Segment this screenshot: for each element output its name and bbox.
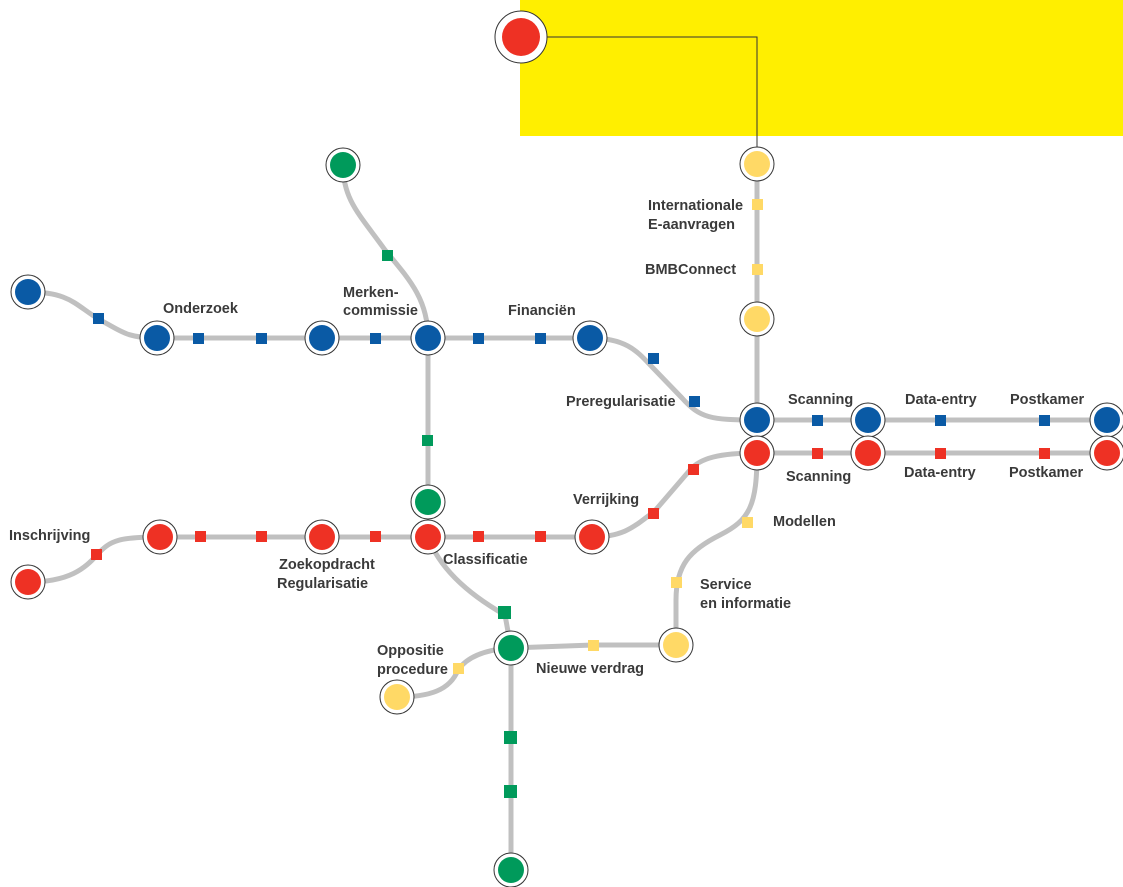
stop-square (812, 415, 823, 426)
stop-square (752, 264, 763, 275)
station-data-entry-red[interactable] (855, 440, 881, 466)
stop-square (370, 333, 381, 344)
stop-square (535, 531, 546, 542)
label-inschrijving: Inschrijving (9, 528, 90, 544)
highlight-panel (520, 0, 1123, 136)
station-zoekopdracht[interactable] (309, 524, 335, 550)
station-green-bottom[interactable] (498, 857, 524, 883)
label-merken-1: Merken- (343, 285, 399, 301)
station-postkamer-blue[interactable] (1094, 407, 1120, 433)
stop-square (504, 731, 517, 744)
label-postkamer-blue: Postkamer (1010, 392, 1085, 408)
station-inschrijving[interactable] (15, 569, 41, 595)
stop-square (422, 435, 433, 446)
label-bmbconnect: BMBConnect (645, 262, 736, 278)
stop-square (648, 508, 659, 519)
stop-square (648, 353, 659, 364)
stop-square (382, 250, 393, 261)
stop-square (1039, 415, 1050, 426)
station-service[interactable] (663, 632, 689, 658)
label-financien: Financiën (508, 303, 576, 319)
label-verrijking: Verrijking (573, 492, 639, 508)
stop-square (256, 531, 267, 542)
station-blue-mid[interactable] (309, 325, 335, 351)
label-oppositie-2: procedure (377, 662, 448, 678)
label-zoekopdracht-1: Zoekopdracht (279, 557, 375, 573)
station-scanning-blue[interactable] (744, 407, 770, 433)
stop-square (193, 333, 204, 344)
station-oppositie[interactable] (384, 684, 410, 710)
stop-square (370, 531, 381, 542)
stop-square (742, 517, 753, 528)
stop-square (671, 577, 682, 588)
stop-square (1039, 448, 1050, 459)
stop-square (752, 199, 763, 210)
connector-line (528, 36, 758, 160)
stations (10, 10, 1123, 887)
label-scanning-blue: Scanning (788, 392, 853, 408)
stop-square (935, 415, 946, 426)
station-green-top[interactable] (330, 152, 356, 178)
station-scanning-red[interactable] (744, 440, 770, 466)
label-merken-2: commissie (343, 303, 418, 319)
label-service-1: Service (700, 577, 752, 593)
station-top-red[interactable] (502, 18, 540, 56)
label-postkamer-red: Postkamer (1009, 465, 1084, 481)
stop-square (498, 606, 511, 619)
station-verrijking[interactable] (579, 524, 605, 550)
label-oppositie-1: Oppositie (377, 643, 444, 659)
label-onderzoek: Onderzoek (163, 301, 239, 317)
label-classificatie: Classificatie (443, 552, 528, 568)
stop-square (256, 333, 267, 344)
station-green-mid[interactable] (415, 489, 441, 515)
station-financien[interactable] (577, 325, 603, 351)
stop-square (588, 640, 599, 651)
label-zoekopdracht-2: Regularisatie (277, 576, 368, 592)
track-blue-financien (425, 335, 760, 423)
label-modellen: Modellen (773, 514, 836, 530)
label-data-entry-blue: Data-entry (905, 392, 977, 408)
station-onderzoek[interactable] (144, 325, 170, 351)
stop-square (195, 531, 206, 542)
tracks (25, 161, 1110, 873)
stop-square (93, 313, 104, 324)
stop-square (812, 448, 823, 459)
stop-square (535, 333, 546, 344)
stop-square (453, 663, 464, 674)
station-yellow-top[interactable] (744, 151, 770, 177)
stops (91, 199, 1050, 798)
station-merkencommissie[interactable] (415, 325, 441, 351)
track-green-bottom (425, 534, 514, 873)
station-data-entry-blue[interactable] (855, 407, 881, 433)
label-preregularisatie: Preregularisatie (566, 394, 676, 410)
label-scanning-red: Scanning (786, 469, 851, 485)
station-nieuwe-verdrag[interactable] (498, 635, 524, 661)
stop-square (473, 531, 484, 542)
label-nieuwe-verdrag: Nieuwe verdrag (536, 661, 644, 677)
station-blue-start[interactable] (15, 279, 41, 305)
label-internationale-1: Internationale (648, 198, 743, 214)
station-classificatie[interactable] (415, 524, 441, 550)
stop-square (91, 549, 102, 560)
track-yellow-service (673, 450, 760, 648)
station-postkamer-red[interactable] (1094, 440, 1120, 466)
label-internationale-2: E-aanvragen (648, 217, 735, 233)
stop-square (689, 396, 700, 407)
stop-square (504, 785, 517, 798)
station-red-mid[interactable] (147, 524, 173, 550)
label-data-entry-red: Data-entry (904, 465, 976, 481)
station-yellow-mid[interactable] (744, 306, 770, 332)
labels: Onderzoek Merken- commissie Financiën Pr… (9, 198, 1085, 678)
stop-square (473, 333, 484, 344)
stop-square (935, 448, 946, 459)
stop-square (688, 464, 699, 475)
label-service-2: en informatie (700, 596, 791, 612)
